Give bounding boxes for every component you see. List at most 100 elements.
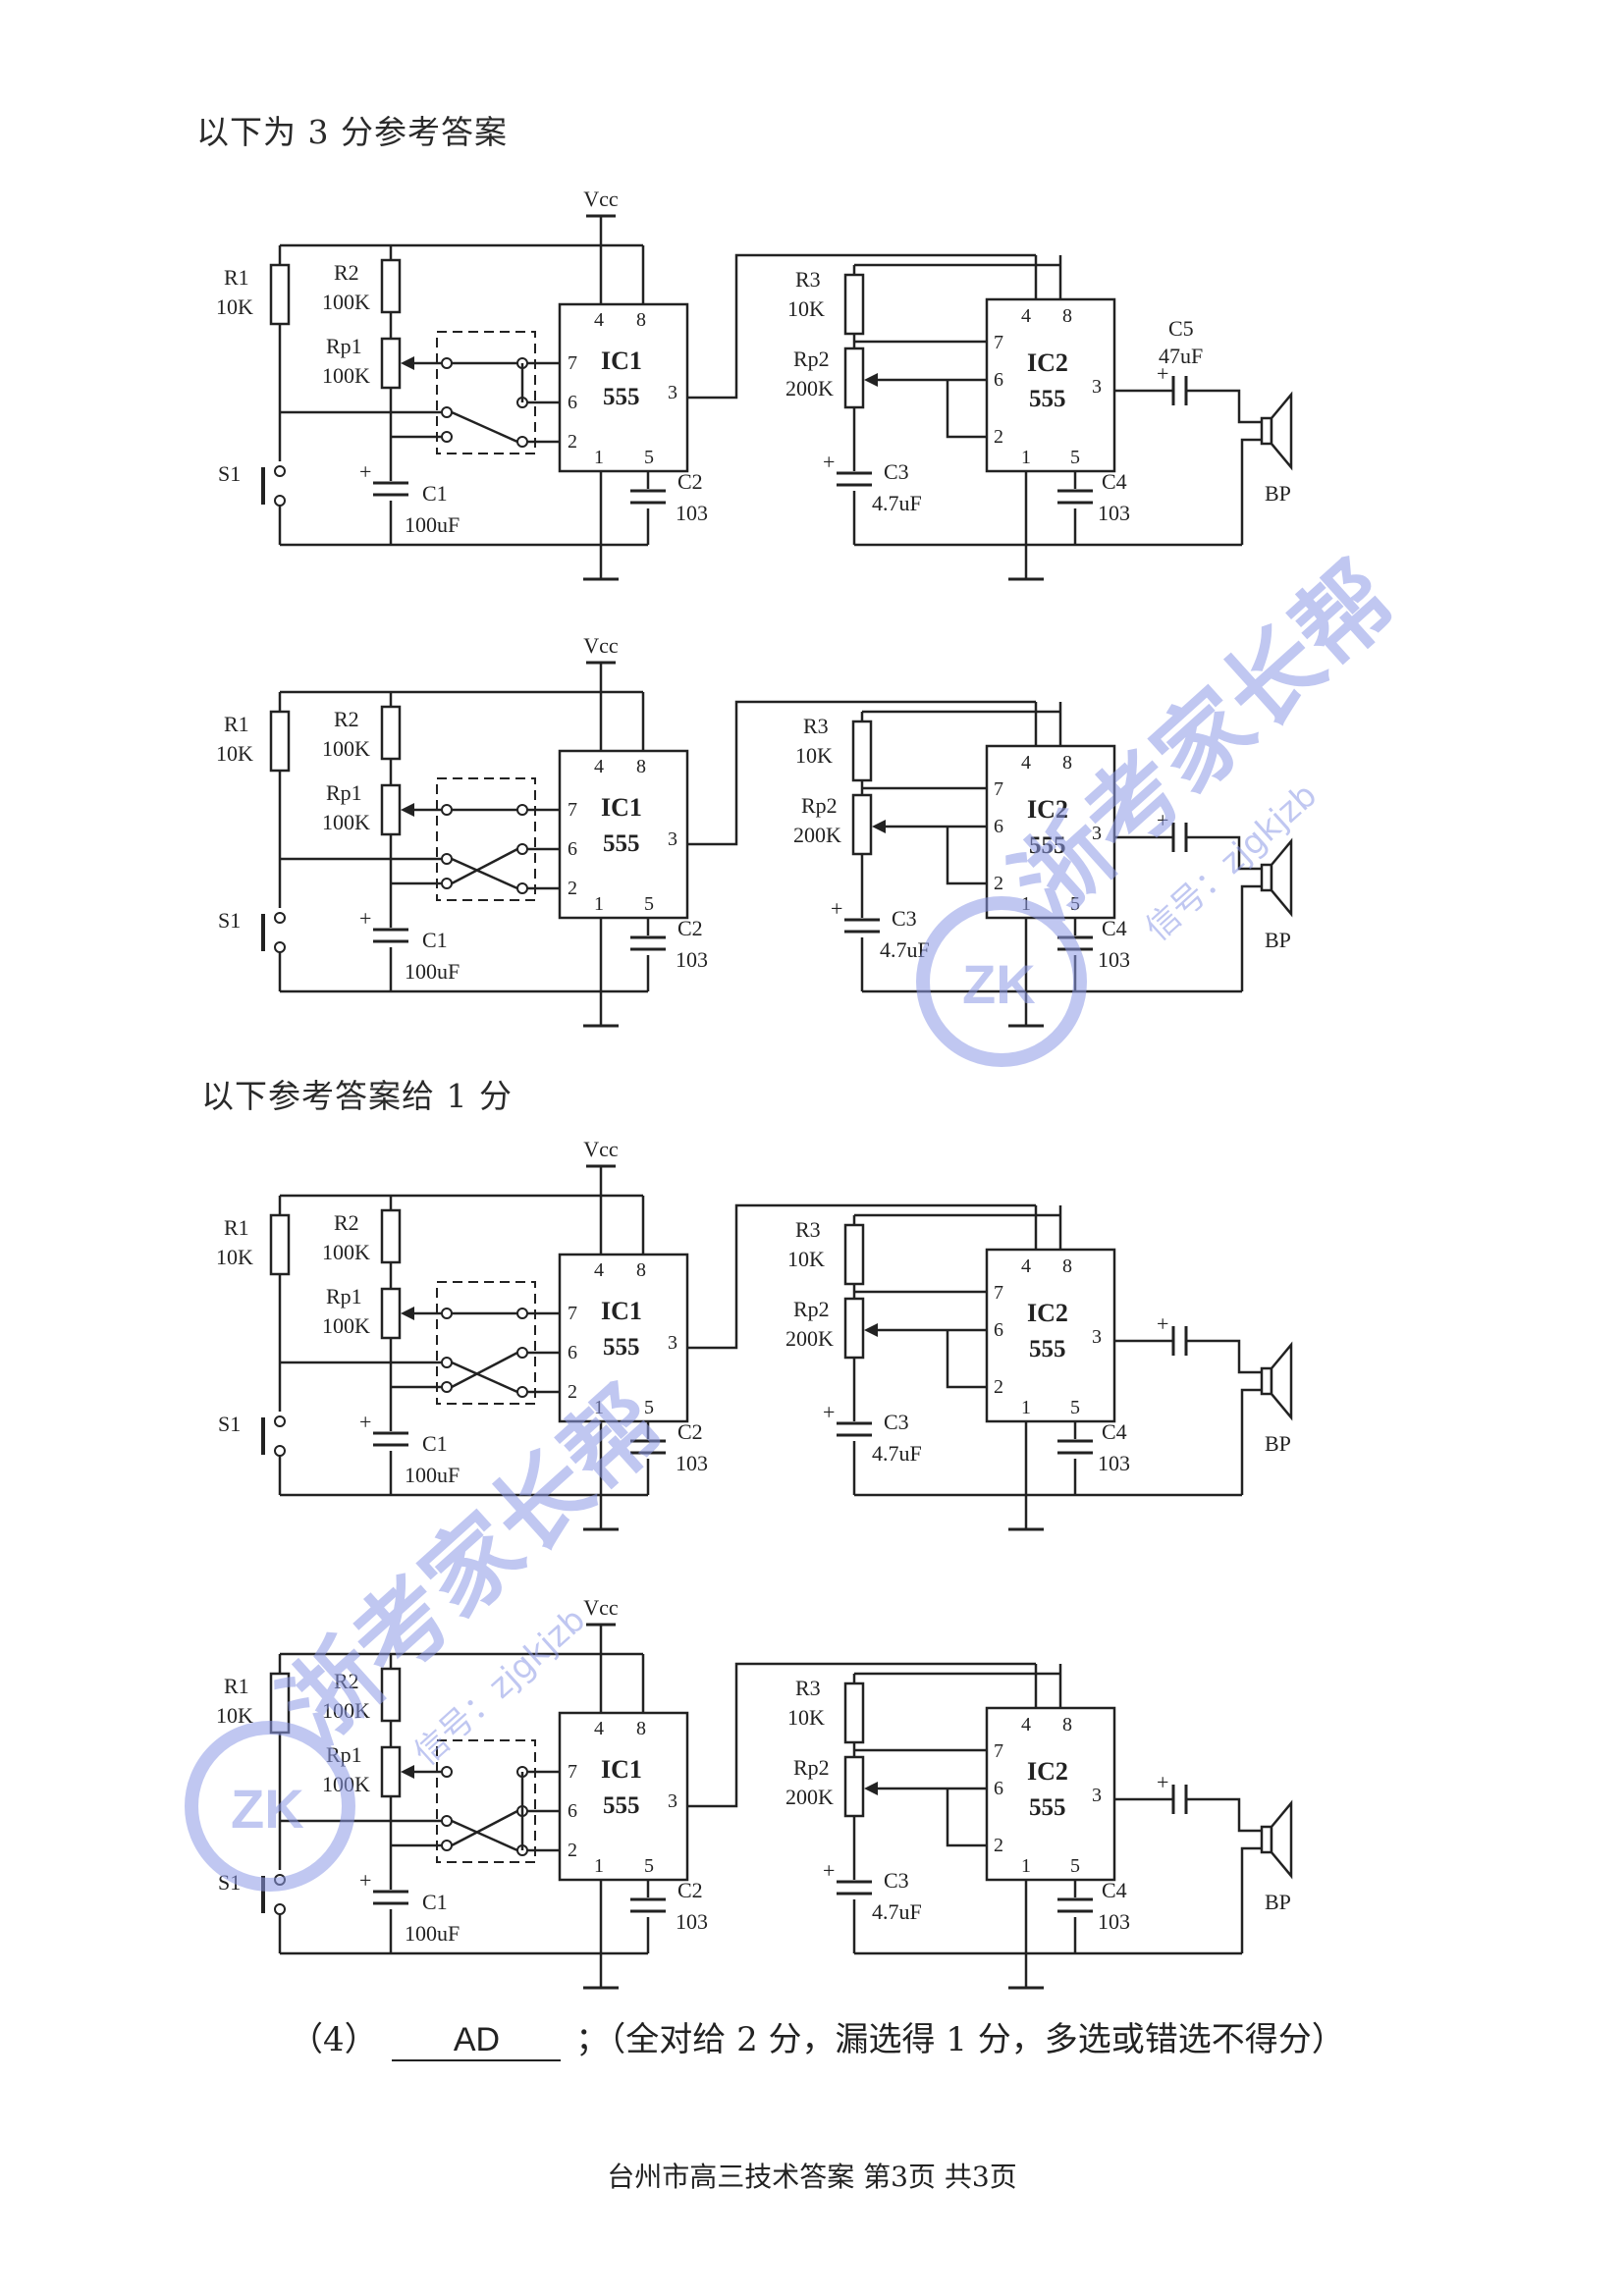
r2-resistor xyxy=(380,705,402,761)
c4-label: C4 xyxy=(1102,916,1127,940)
switch-contact-left-2 xyxy=(441,406,453,418)
ic2-pin-4: 4 xyxy=(1021,752,1031,774)
ic2-pin-3: 3 xyxy=(1092,376,1102,398)
speaker-body xyxy=(1260,863,1273,892)
s1-contact-bottom xyxy=(274,1903,286,1915)
r2-value: 100K xyxy=(322,1240,370,1264)
r2-resistor xyxy=(380,1208,402,1264)
rp2-resistor xyxy=(843,1755,865,1818)
c4-value: 103 xyxy=(1098,1451,1130,1475)
c1-label: C1 xyxy=(422,1431,448,1456)
rp1-value: 100K xyxy=(322,810,370,834)
ic2-pin-6: 6 xyxy=(994,1778,1003,1799)
r3-resistor xyxy=(851,720,873,782)
ic2-pin-8: 8 xyxy=(1062,1714,1072,1735)
rp2-label: Rp2 xyxy=(793,1755,830,1780)
rp1-resistor xyxy=(380,1745,402,1798)
c1-value: 100uF xyxy=(405,1921,460,1946)
s1-contact-top xyxy=(274,1874,286,1886)
ic2-pin-1: 1 xyxy=(1021,447,1031,468)
ic2-pin-5: 5 xyxy=(1070,893,1080,915)
rp1-label: Rp1 xyxy=(326,1284,362,1308)
ic2-pin-1: 1 xyxy=(1021,1855,1031,1877)
c4-value: 103 xyxy=(1098,1909,1130,1934)
ic1-output-wire xyxy=(687,700,1036,846)
switch-link xyxy=(451,410,518,444)
r1-label: R1 xyxy=(224,1674,249,1698)
r3-value: 10K xyxy=(787,296,825,321)
rp1-value: 100K xyxy=(322,1772,370,1796)
c1-label: C1 xyxy=(422,928,448,952)
r2-value: 100K xyxy=(322,1698,370,1723)
r2-label: R2 xyxy=(334,707,359,731)
switch-link xyxy=(451,1819,518,1852)
s1-label: S1 xyxy=(218,461,241,486)
page-footer: 台州市高三技术答案 第3页 共3页 xyxy=(607,2161,1017,2193)
r1-label: R1 xyxy=(224,712,249,736)
speaker-cone xyxy=(1270,837,1293,918)
switch-contact-left-3 xyxy=(441,1840,453,1851)
c1-capacitor-polarity: + xyxy=(359,1410,371,1434)
vcc-label-1: Vcc xyxy=(583,187,619,211)
switch-contact-left-2 xyxy=(441,1815,453,1827)
switch-contact-left-2 xyxy=(441,853,453,865)
ic2-chip xyxy=(985,1248,1116,1423)
rp1-resistor xyxy=(380,783,402,836)
ic2-pin-1: 1 xyxy=(1021,893,1031,915)
s1-label: S1 xyxy=(218,908,241,933)
r1-resistor xyxy=(269,1672,291,1735)
ic2-label: IC2 xyxy=(1027,348,1068,377)
pin6-pin2-link xyxy=(946,380,987,439)
switch-link xyxy=(451,857,518,890)
rp2-wiper-arrow xyxy=(864,1323,878,1337)
r3-label: R3 xyxy=(803,714,829,738)
ic1-pin-2: 2 xyxy=(568,1381,577,1403)
rp2-label: Rp2 xyxy=(793,347,830,371)
switch-contact-left-3 xyxy=(441,1381,453,1393)
r3-label: R3 xyxy=(795,1217,821,1242)
c3-value: 4.7uF xyxy=(872,1441,922,1466)
s1-contact-bottom xyxy=(274,1445,286,1457)
r1-value: 10K xyxy=(216,1245,253,1269)
vcc-label-1: Vcc xyxy=(583,633,619,658)
switch-contact-right-1 xyxy=(516,1308,528,1319)
switch-contact-right-2 xyxy=(516,843,528,855)
ic2-pin-6: 6 xyxy=(994,369,1003,391)
ic1-pin-4: 4 xyxy=(594,1259,604,1281)
ic1-pin-1: 1 xyxy=(594,1397,604,1418)
c2-label: C2 xyxy=(677,469,703,494)
c2-value: 103 xyxy=(676,947,708,972)
c3-value: 4.7uF xyxy=(872,491,922,515)
switch-contact-right-3 xyxy=(516,436,528,448)
c3-capacitor-polarity: + xyxy=(823,1858,835,1883)
speaker-body xyxy=(1260,1825,1273,1854)
switch-link xyxy=(451,1361,518,1394)
r1-resistor xyxy=(269,1213,291,1276)
ic2-chip-label: 555 xyxy=(1029,1336,1066,1362)
switch-contact-left-1 xyxy=(441,1766,453,1778)
ic1-pin-7: 7 xyxy=(568,799,577,821)
speaker-wire-top xyxy=(1186,1797,1262,1833)
ic2-pin-8: 8 xyxy=(1062,1255,1072,1277)
r3-value: 10K xyxy=(787,1247,825,1271)
switch-contact-right-3 xyxy=(516,1386,528,1398)
ic2-pin-7: 7 xyxy=(994,1282,1003,1304)
ic2-pin-7: 7 xyxy=(994,1740,1003,1762)
switch-dashed-box xyxy=(436,331,536,454)
switch-contact-left-3 xyxy=(441,878,453,889)
vcc-label-1: Vcc xyxy=(583,1137,619,1161)
answer-value: AD xyxy=(392,2021,562,2061)
ic2-pin-8: 8 xyxy=(1062,752,1072,774)
ic2-pin-3: 3 xyxy=(1092,1785,1102,1806)
c5-polarity: + xyxy=(1157,361,1168,386)
ic1-output-wire xyxy=(687,1203,1036,1350)
speaker-wire-bottom xyxy=(1240,884,1262,991)
ic1-label: IC1 xyxy=(601,793,642,822)
vcc-label-1: Vcc xyxy=(583,1595,619,1620)
ic1-pin-7: 7 xyxy=(568,352,577,374)
rp2-resistor xyxy=(851,793,873,856)
ic2-pin-2: 2 xyxy=(994,873,1003,894)
ic1-output-wire xyxy=(687,1662,1036,1808)
